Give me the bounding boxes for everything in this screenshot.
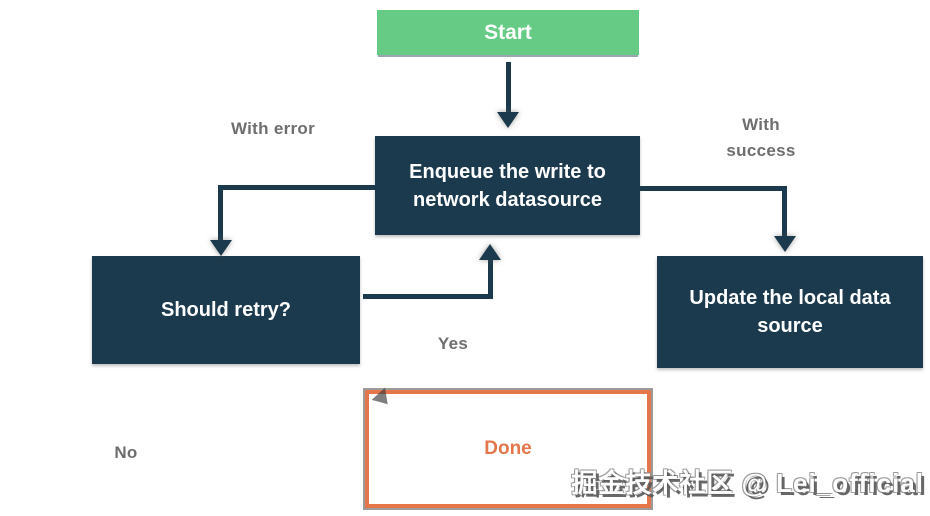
watermark-text: 掘金技术社区 @ Lei_official bbox=[571, 468, 924, 498]
edge-label-with-error: With error bbox=[230, 119, 316, 138]
edge-label-yes: Yes bbox=[437, 334, 469, 353]
edge-enqueue-to-update-hline bbox=[640, 186, 787, 191]
node-enqueue-write: Enqueue the write to network datasource bbox=[375, 136, 640, 235]
arrow-down-icon bbox=[774, 236, 796, 252]
arrow-down-icon bbox=[497, 112, 519, 128]
node-enqueue-write-label: Enqueue the write to network datasource bbox=[409, 160, 606, 211]
edge-retry-to-enqueue-vline bbox=[488, 260, 493, 299]
node-should-retry: Should retry? bbox=[92, 256, 360, 364]
arrow-up-icon bbox=[479, 244, 501, 260]
node-start-label: Start bbox=[484, 20, 532, 44]
edge-enqueue-to-retry-hline bbox=[218, 185, 375, 190]
node-should-retry-label: Should retry? bbox=[160, 299, 291, 321]
node-update-local-source-label: Update the local data source bbox=[689, 287, 891, 337]
node-start: Start bbox=[377, 10, 639, 55]
edge-enqueue-to-update-vline bbox=[782, 186, 787, 238]
node-done: Done bbox=[363, 388, 653, 510]
arrow-down-icon bbox=[210, 240, 232, 256]
edge-start-to-enqueue-line bbox=[506, 62, 511, 114]
node-update-local-source: Update the local data source bbox=[657, 256, 923, 368]
edge-enqueue-to-retry-vline bbox=[218, 185, 223, 242]
node-done-label: Done bbox=[484, 438, 532, 459]
edge-label-with-success: With success bbox=[726, 115, 796, 161]
edge-retry-to-enqueue-hline bbox=[363, 294, 493, 299]
edge-label-no: No bbox=[114, 443, 138, 462]
